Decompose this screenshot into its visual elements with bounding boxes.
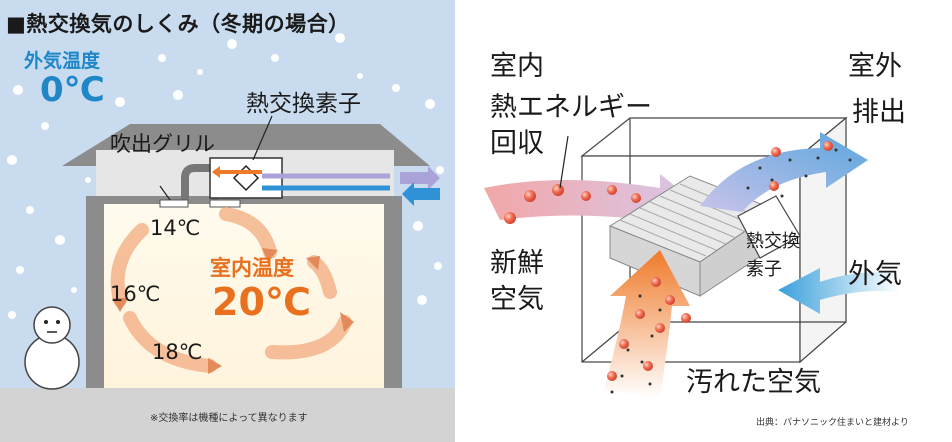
- room-temp-label: 室内温度: [210, 256, 294, 280]
- outdoor-label: 室外: [848, 51, 902, 82]
- ground: [0, 388, 455, 442]
- heat-energy-balls: [504, 141, 833, 381]
- temp-16: 16℃: [110, 282, 161, 306]
- dirty-air-arrow: [604, 250, 690, 398]
- fresh-air-arrow: [484, 174, 700, 236]
- house-walls: [86, 196, 402, 388]
- room-circulation-arrows: [110, 207, 352, 373]
- heat-recovery-leader: [559, 135, 569, 189]
- exhaust-label: 排出: [852, 97, 906, 128]
- temp-18: 18℃: [152, 340, 203, 364]
- outside-air-label: 外気: [848, 259, 902, 290]
- element-label: 熱交換 素子: [746, 231, 800, 280]
- source-credit: 出典：パナソニック住まいと建材より: [756, 418, 909, 428]
- heat-exchanger-unit: [159, 115, 390, 201]
- dirty-air-label: 汚れた空気: [686, 367, 821, 398]
- indoor-label: 室内: [490, 51, 544, 82]
- temp-14: 14℃: [150, 216, 201, 240]
- outside-temp-label: 外気温度: [24, 50, 101, 72]
- grille-label: 吹出グリル: [110, 132, 215, 156]
- room-arrow-heads: [112, 248, 354, 374]
- exhaust-arrow: [700, 132, 868, 212]
- exchanger-label: 熱交換素子: [246, 91, 361, 117]
- outside-temp-value: 0℃: [40, 70, 105, 110]
- fresh-air-label: 新鮮 空気: [490, 248, 544, 315]
- room-interior: [104, 204, 384, 388]
- dirty-air-particles: [610, 294, 662, 394]
- room-temp-value: 20℃: [212, 280, 311, 324]
- outside-air-arrows: [400, 166, 440, 206]
- snowflakes: [7, 33, 444, 319]
- exhaust-particles: [746, 148, 852, 198]
- diagram-title: ■熱交換気のしくみ（冬期の場合）: [6, 12, 350, 36]
- heat-recovery-label: 熱エネルギー 回収: [490, 92, 652, 159]
- exchange-rate-note: ※交換率は機種によって異なります: [150, 413, 308, 424]
- snowman: [24, 306, 80, 390]
- outside-air-arrow: [778, 268, 900, 314]
